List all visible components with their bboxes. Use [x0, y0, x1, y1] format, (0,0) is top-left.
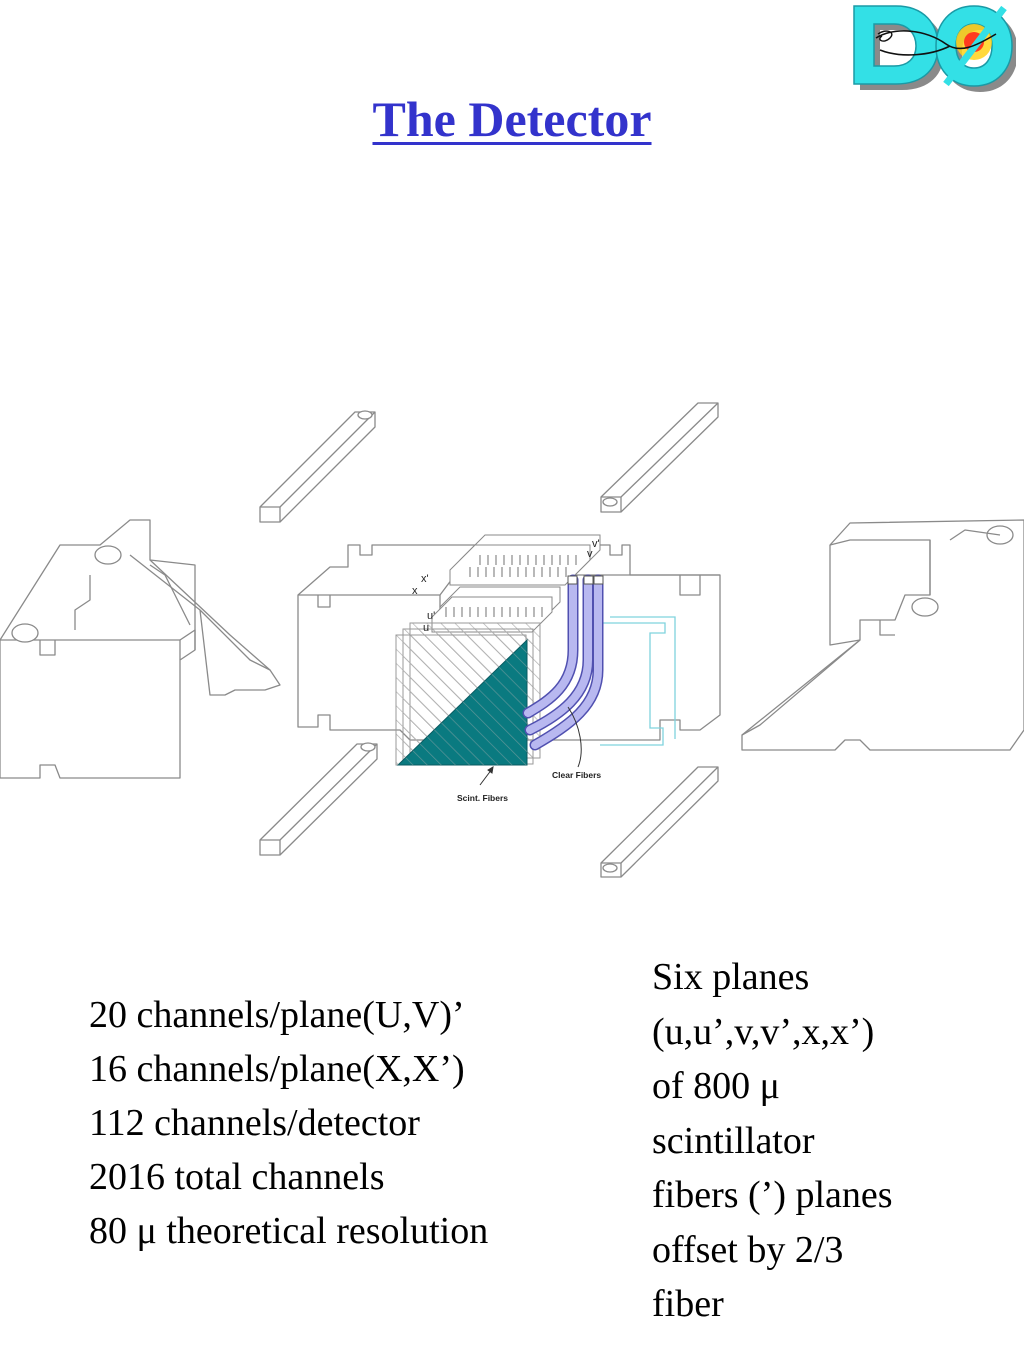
plane-label-v: v	[587, 548, 593, 560]
logo-slash	[943, 5, 1007, 87]
logo-tracks	[875, 30, 997, 56]
clear-fibers	[522, 574, 604, 751]
stat-line: 2016 total channels	[89, 1156, 385, 1198]
description-line: scintillator	[652, 1119, 815, 1162]
left-end-block	[0, 519, 281, 779]
planes-description: Six planes (u,u’,v,v’,x,x’) of 800 μ sci…	[652, 950, 982, 1332]
description-line: (u,u’,v,v’,x,x’)	[652, 1010, 875, 1053]
stat-line: 80 μ theoretical resolution	[89, 1210, 489, 1252]
plane-label-u: u	[423, 622, 429, 634]
cyan-frame	[600, 616, 676, 746]
plane-label-x: x	[412, 585, 418, 597]
channel-stats: 20 channels/plane(U,V)’ 16 channels/plan…	[89, 988, 488, 1258]
description-line: fibers (’) planes	[652, 1174, 893, 1216]
rod-bottom-left	[259, 742, 378, 856]
stat-line: 16 channels/plane(X,X’)	[89, 1048, 465, 1090]
description-line: of 800 μ	[652, 1065, 781, 1107]
description-line: Six planes	[652, 956, 810, 998]
scint-fibers-label: Scint. Fibers	[457, 793, 508, 803]
clear-fibers-label: Clear Fibers	[552, 770, 601, 780]
fiber-planes	[395, 622, 541, 766]
page-title: The Detector	[372, 91, 652, 147]
stat-line: 112 channels/detector	[89, 1102, 420, 1144]
comb-teeth	[445, 555, 577, 617]
description-line: offset by 2/3	[652, 1228, 844, 1271]
rod-top-left	[259, 410, 376, 523]
plane-label-v-prime: v'	[592, 538, 600, 550]
annotation-arrows	[479, 706, 582, 786]
description-line: fiber	[652, 1283, 724, 1325]
rod-top-right	[600, 402, 719, 513]
plane-label-u-prime: u'	[427, 610, 435, 622]
logo-curl	[877, 30, 893, 42]
detector-diagram: v' v x' x u' u Scint. Fibers Clear Fiber…	[0, 402, 1024, 878]
right-end-block	[741, 519, 1024, 751]
plane-label-x-prime: x'	[421, 573, 429, 585]
d0-logo	[853, 5, 1016, 92]
stat-line: 20 channels/plane(U,V)’	[89, 994, 465, 1036]
rod-bottom-right	[600, 766, 719, 878]
